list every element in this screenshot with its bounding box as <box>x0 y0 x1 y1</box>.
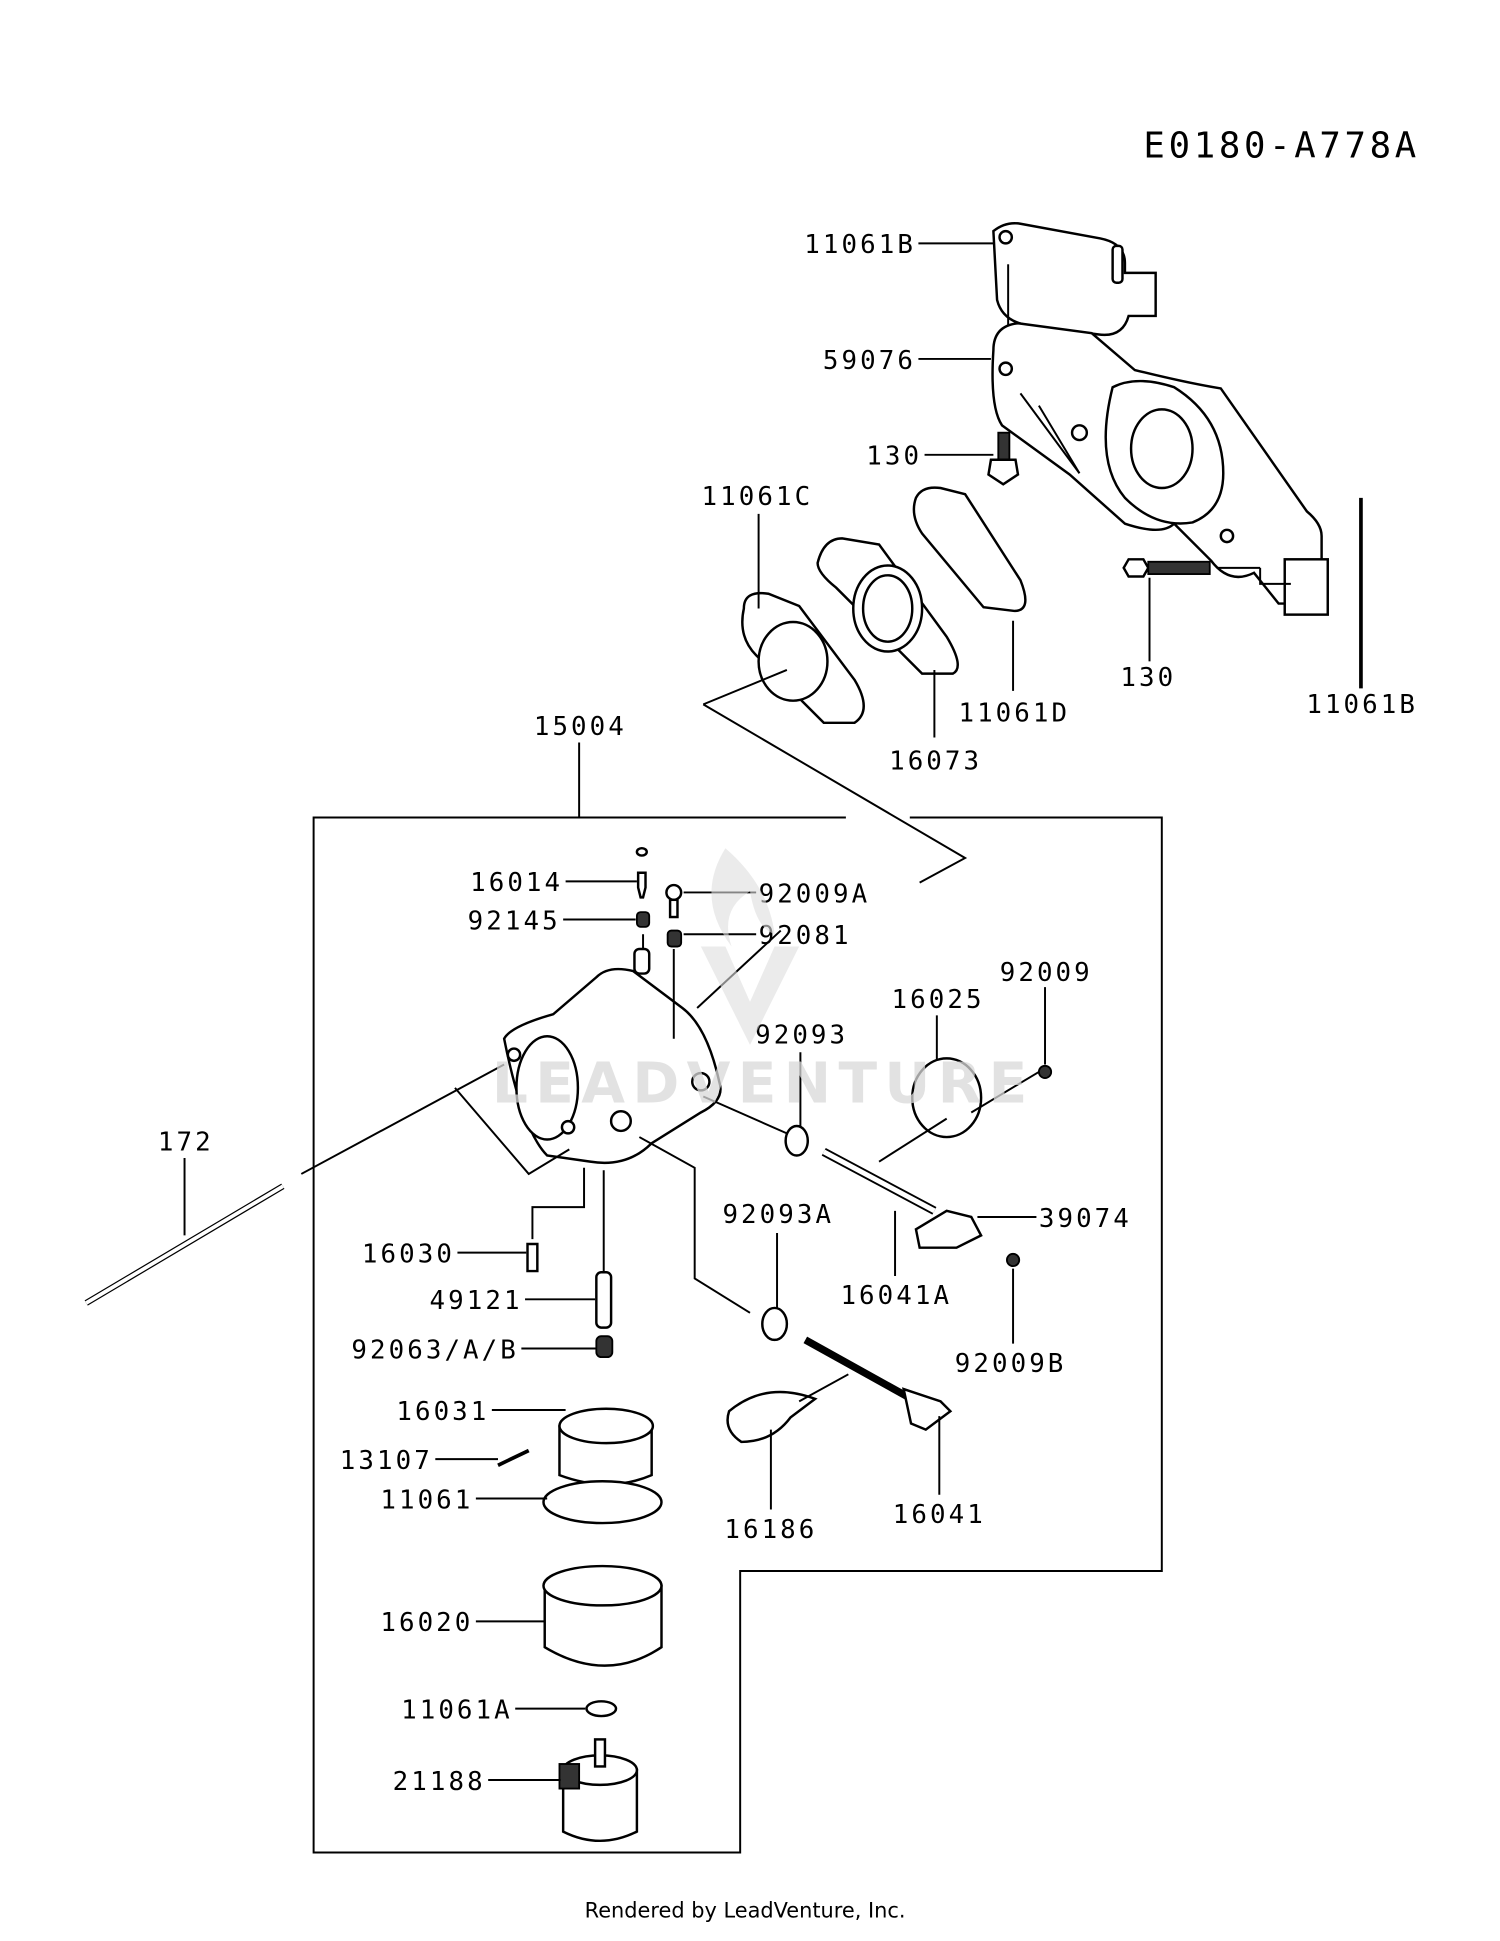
seal-92093 <box>784 1124 810 1157</box>
callout-13107[interactable]: 13107 <box>340 1446 433 1476</box>
jet-92063 <box>595 1335 614 1359</box>
callout-92093A[interactable]: 92093A <box>722 1200 834 1230</box>
callout-11061[interactable]: 11061 <box>380 1485 473 1515</box>
callout-92081[interactable]: 92081 <box>759 921 852 951</box>
callout-16031[interactable]: 16031 <box>396 1397 489 1427</box>
callout-11061C[interactable]: 11061C <box>702 482 814 512</box>
callout-16030[interactable]: 16030 <box>362 1239 455 1269</box>
screw-92009B <box>1005 1252 1021 1268</box>
spring-92145 <box>635 911 651 928</box>
watermark: LEADVENTURE <box>492 848 1035 1117</box>
watermark-v-icon <box>700 946 800 1045</box>
leader-lines <box>183 242 1151 1781</box>
main-jet-49121 <box>595 1271 613 1329</box>
callout-16014[interactable]: 16014 <box>470 868 563 898</box>
o-ring-small <box>635 846 648 857</box>
throttle-lever <box>902 1387 953 1432</box>
callout-11061B-top[interactable]: 11061B <box>804 230 916 260</box>
gasket-11061B-top <box>992 222 1157 337</box>
callout-21188[interactable]: 21188 <box>393 1767 486 1797</box>
manifold-port <box>1129 408 1194 490</box>
callout-130-a[interactable]: 130 <box>866 442 922 472</box>
callout-16025[interactable]: 16025 <box>892 985 985 1015</box>
bolt-130-vertical <box>987 431 1020 486</box>
carburetor-body <box>502 947 722 1165</box>
callout-92009[interactable]: 92009 <box>1000 958 1093 988</box>
callout-92009A[interactable]: 92009A <box>759 879 871 909</box>
pin-13107 <box>497 1448 530 1467</box>
manifold-hole <box>998 361 1014 377</box>
callout-11061D[interactable]: 11061D <box>958 699 1070 729</box>
needle-16014 <box>636 871 647 899</box>
watermark-text: LEADVENTURE <box>492 1052 1035 1117</box>
gasket-11061D <box>912 486 1027 613</box>
bolt-130-horizontal <box>1122 558 1291 585</box>
screw-92009 <box>1037 1064 1053 1079</box>
callout-172[interactable]: 172 <box>158 1128 214 1158</box>
float-needle-16030 <box>526 1242 539 1273</box>
seal-92093A <box>761 1306 789 1342</box>
watermark-flame-icon <box>711 848 775 947</box>
spring-92081 <box>666 929 683 948</box>
throttle-plate-16186 <box>726 1390 818 1444</box>
shaft-16041 <box>803 1336 918 1405</box>
lever-39074 <box>914 1209 983 1249</box>
fuel-solenoid-21188 <box>558 1738 639 1842</box>
choke-plate-16025 <box>911 1057 983 1139</box>
washer-11061A <box>585 1700 618 1718</box>
screw-92009A <box>665 883 683 919</box>
callout-39074[interactable]: 39074 <box>1039 1204 1132 1234</box>
gasket-hole <box>998 229 1014 245</box>
manifold-hole <box>1070 424 1089 442</box>
footer-credit: Rendered by LeadVenture, Inc. <box>585 1899 906 1923</box>
callout-11061A[interactable]: 11061A <box>401 1696 513 1726</box>
callout-16186[interactable]: 16186 <box>724 1515 817 1545</box>
callout-16020[interactable]: 16020 <box>380 1608 473 1638</box>
manifold-hole <box>1219 528 1235 544</box>
gasket-slot <box>1111 244 1124 284</box>
callout-16041[interactable]: 16041 <box>893 1500 986 1530</box>
float-16031 <box>558 1407 655 1486</box>
assembly-boundary <box>312 816 1163 1854</box>
callout-92009B[interactable]: 92009B <box>955 1349 1067 1379</box>
gasket-11061-bowl <box>542 1480 663 1525</box>
callout-92093[interactable]: 92093 <box>755 1021 848 1051</box>
callout-59076[interactable]: 59076 <box>823 346 916 376</box>
manifold-end-block <box>1283 558 1329 616</box>
float-bowl-16020 <box>542 1564 663 1667</box>
callout-49121[interactable]: 49121 <box>430 1286 523 1316</box>
diagram-code: E0180-A778A <box>1143 125 1420 166</box>
callout-16073[interactable]: 16073 <box>889 747 982 777</box>
callout-15004[interactable]: 15004 <box>534 712 627 742</box>
callout-92063AB[interactable]: 92063/A/B <box>351 1335 518 1365</box>
callout-16041A[interactable]: 16041A <box>840 1281 952 1311</box>
gasket-11061C-bore <box>757 620 829 702</box>
callout-130-b[interactable]: 130 <box>1120 663 1176 693</box>
callout-92145[interactable]: 92145 <box>468 906 561 936</box>
callout-11061B-right[interactable]: 11061B <box>1306 690 1418 720</box>
